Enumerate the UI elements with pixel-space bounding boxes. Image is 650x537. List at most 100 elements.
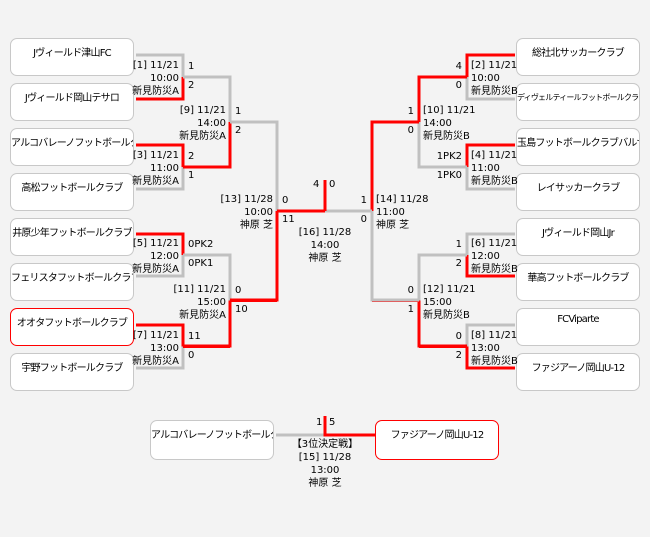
match-score: 2 — [188, 151, 195, 162]
winner-line — [136, 143, 185, 167]
match-time: 12:00 — [471, 251, 500, 262]
match-info: [13] 11/28 10:00 神原 芝 — [220, 193, 273, 232]
match-no: [14] 11/28 — [376, 194, 429, 205]
match-score: 1 — [235, 106, 242, 117]
winner-line — [183, 122, 232, 169]
match-score: 0PK2 — [188, 239, 214, 250]
team-box-left[interactable]: 井原少年フットボールクラブ — [10, 218, 134, 256]
team-box-right[interactable]: 華高フットボールクラブ — [516, 263, 640, 301]
match-venue: 新見防災B — [423, 309, 470, 321]
team-box-left[interactable]: Jヴィールド津山FC — [10, 38, 134, 76]
winner-line — [230, 211, 279, 302]
match-score: 11 — [188, 330, 201, 342]
match-venue: 神原 芝 — [308, 478, 342, 489]
third-place-right[interactable]: ファジアーノ岡山U-12 — [375, 420, 499, 460]
match-info: [6] 11/21 12:00 新見防災B — [471, 237, 518, 276]
match-venue: 神原 芝 — [376, 220, 410, 231]
match-time: 13:00 — [310, 465, 340, 476]
match-time: 10:00 — [244, 207, 273, 218]
team-box-right[interactable]: Jヴィールド岡山Jr — [516, 218, 640, 256]
match-venue: 新見防災B — [471, 86, 518, 97]
third-score-right: 5 — [329, 417, 336, 428]
match-score: 0 — [407, 125, 414, 136]
team-box-left[interactable]: フェリスタフットボールクラブ — [10, 263, 134, 301]
winner-line — [323, 416, 375, 437]
team-box-right[interactable]: ディヴェルティールフットボールクラブ — [516, 83, 640, 121]
match-no: [8] 11/21 — [471, 329, 518, 341]
match-venue: 新見防災A — [132, 264, 179, 275]
match-time: 15:00 — [197, 296, 226, 308]
match-score: 0 — [188, 349, 195, 361]
match-score: 10 — [235, 303, 248, 315]
match-score: 1 — [455, 239, 462, 250]
match-time: 13:00 — [150, 342, 179, 354]
match-score: 1 — [360, 195, 367, 206]
match-no: [5] 11/21 — [132, 238, 179, 249]
team-box-left[interactable]: アルコバレーノフットボールクラブ — [10, 128, 134, 166]
team-box-right[interactable]: 総社北サッカークラブ — [516, 38, 640, 76]
winner-line — [136, 323, 185, 347]
match-score: 1 — [188, 61, 195, 72]
match-venue: 新見防災A — [132, 355, 179, 367]
match-no: [10] 11/21 — [423, 105, 476, 116]
winner-line — [465, 346, 515, 370]
match-venue: 神原 芝 — [308, 253, 342, 264]
match-no: [2] 11/21 — [471, 60, 518, 71]
match-score: 1 — [188, 170, 195, 181]
team-box-right[interactable]: ファジアーノ岡山U-12 — [516, 353, 640, 391]
winner-line — [370, 120, 419, 211]
match-time: 14:00 — [197, 118, 226, 129]
team-box-left[interactable]: 宇野フットボールクラブ — [10, 353, 134, 391]
match-venue: 新見防災A — [179, 309, 226, 321]
winner-line — [465, 143, 515, 167]
match-venue: 新見防災B — [471, 355, 518, 367]
match-venue: 新見防災B — [471, 176, 518, 187]
team-box-right[interactable]: FCViparte — [516, 308, 640, 346]
match-score: 2 — [235, 125, 242, 136]
match-no: [3] 11/21 — [132, 150, 179, 161]
match-venue: 新見防災B — [423, 131, 470, 142]
match-no: [4] 11/21 — [471, 150, 518, 161]
match-time: 14:00 — [423, 118, 452, 129]
match-no: [16] 11/28 — [298, 227, 352, 238]
team-box-right[interactable]: レイサッカークラブ — [516, 173, 640, 211]
third-score-left: 1 — [316, 417, 323, 428]
match-venue: 新見防災A — [132, 86, 179, 97]
third-place-left[interactable]: アルコバレーノフットボールクラブ — [150, 420, 274, 460]
match-score: 11 — [282, 214, 295, 225]
match-time: 13:00 — [471, 342, 500, 354]
team-box-left[interactable]: 高松フットボールクラブ — [10, 173, 134, 211]
match-score: 0 — [455, 80, 462, 91]
match-score: 1 — [407, 106, 414, 117]
match-no: [15] 11/28 — [298, 452, 352, 463]
match-no: [13] 11/28 — [220, 194, 273, 205]
match-no: [1] 11/21 — [132, 60, 179, 71]
match-score: 0PK1 — [188, 258, 214, 269]
winner-line — [417, 300, 467, 348]
match-score: 0 — [235, 284, 242, 296]
match-score: 1 — [407, 303, 414, 315]
team-box-left[interactable]: オオタフットボールクラブ — [10, 308, 134, 346]
match-time: 11:00 — [150, 163, 179, 174]
match-no: [6] 11/21 — [471, 238, 518, 249]
match-venue: 新見防災B — [471, 264, 518, 275]
match-score: 2 — [455, 258, 462, 269]
winner-line — [465, 255, 515, 278]
match-score: 1PK0 — [436, 170, 462, 181]
team-box-left[interactable]: Jヴィールド岡山テサロ — [10, 83, 134, 121]
winner-line — [465, 53, 515, 77]
match-venue: 神原 芝 — [239, 220, 273, 231]
team-box-right[interactable]: 玉島フットボールクラブバルサ — [516, 128, 640, 166]
